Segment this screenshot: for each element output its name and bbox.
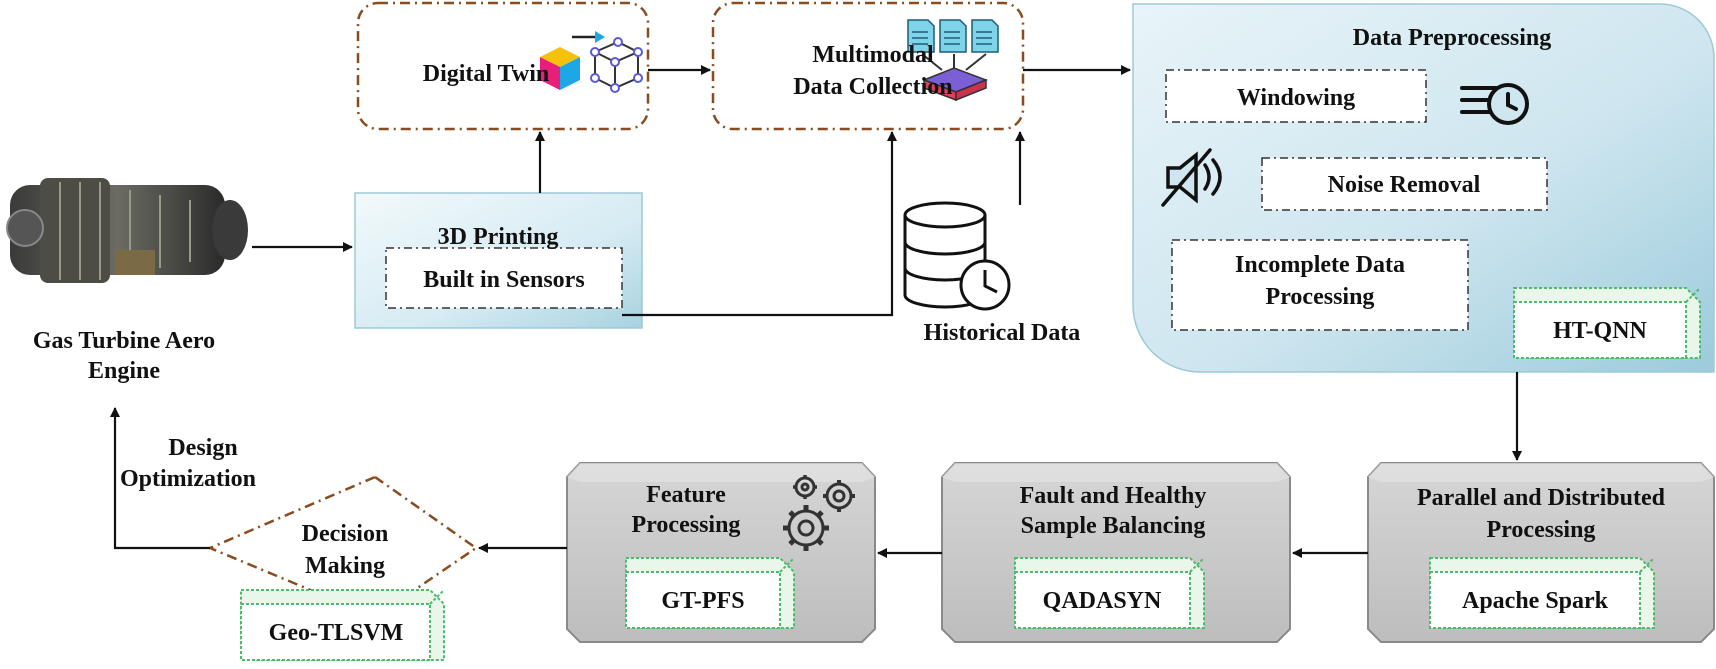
engine-label-line2: Engine xyxy=(88,358,160,384)
data-preprocessing-title: Data Preprocessing xyxy=(1353,25,1551,51)
noise-removal-label: Noise Removal xyxy=(1328,172,1481,198)
gas-turbine-engine-image xyxy=(6,178,248,283)
built-in-sensors-label: Built in Sensors xyxy=(423,267,584,293)
design-optimization-line2: Optimization xyxy=(120,466,256,492)
parallel-label-line1: Parallel and Distributed xyxy=(1417,485,1666,511)
geo-tlsvm-label: Geo-TLSVM xyxy=(269,620,404,646)
gt-pfs-box xyxy=(625,557,795,629)
multimodal-label-line2: Data Collection xyxy=(793,74,952,100)
balancing-label-line2: Sample Balancing xyxy=(1021,513,1206,539)
feature-label-line2: Processing xyxy=(632,512,741,538)
incomplete-data-line1: Incomplete Data xyxy=(1235,252,1405,278)
noise-removal-box xyxy=(1261,157,1548,211)
ht-qnn-label: HT-QNN xyxy=(1553,318,1647,344)
mute-speaker-icon xyxy=(1161,148,1222,207)
multimodal-label-line1: Multimodal xyxy=(812,42,934,68)
decision-label-line2: Making xyxy=(305,553,385,579)
incomplete-data-box xyxy=(1171,239,1469,331)
feature-label-line1: Feature xyxy=(646,482,726,508)
incomplete-data-line2: Processing xyxy=(1266,284,1375,310)
ht-qnn-box xyxy=(1513,287,1701,359)
flow-arrows xyxy=(110,65,1522,558)
3d-printing-title: 3D Printing xyxy=(438,224,559,250)
decision-label-line1: Decision xyxy=(302,521,389,547)
database-clock-icon xyxy=(903,201,1011,311)
gt-pfs-label: GT-PFS xyxy=(661,588,744,614)
digital-twin-box xyxy=(356,1,650,131)
balancing-label-line1: Fault and Healthy xyxy=(1020,483,1207,509)
historical-data-label: Historical Data xyxy=(924,320,1081,346)
qadasyn-label: QADASYN xyxy=(1043,588,1162,614)
data-collection-icon xyxy=(907,19,999,102)
digital-twin-icon xyxy=(540,31,643,93)
windowing-box xyxy=(1165,69,1427,123)
arrow-decision-to-engine xyxy=(110,407,210,550)
digital-twin-label: Digital Twin xyxy=(423,61,549,87)
apache-spark-label: Apache Spark xyxy=(1462,588,1609,614)
design-optimization-line1: Design xyxy=(168,435,237,461)
engine-label-line1: Gas Turbine Aero xyxy=(33,328,215,354)
windowing-label: Windowing xyxy=(1237,85,1355,111)
arrow-sensors-to-multimodal xyxy=(622,131,897,317)
gears-icon xyxy=(783,475,855,551)
qadasyn-box xyxy=(1014,557,1205,629)
apache-spark-box xyxy=(1429,557,1655,629)
built-in-sensors-box xyxy=(385,247,623,309)
windowing-icon xyxy=(1460,83,1529,125)
parallel-label-line2: Processing xyxy=(1487,517,1596,543)
geo-tlsvm-box xyxy=(240,589,445,661)
